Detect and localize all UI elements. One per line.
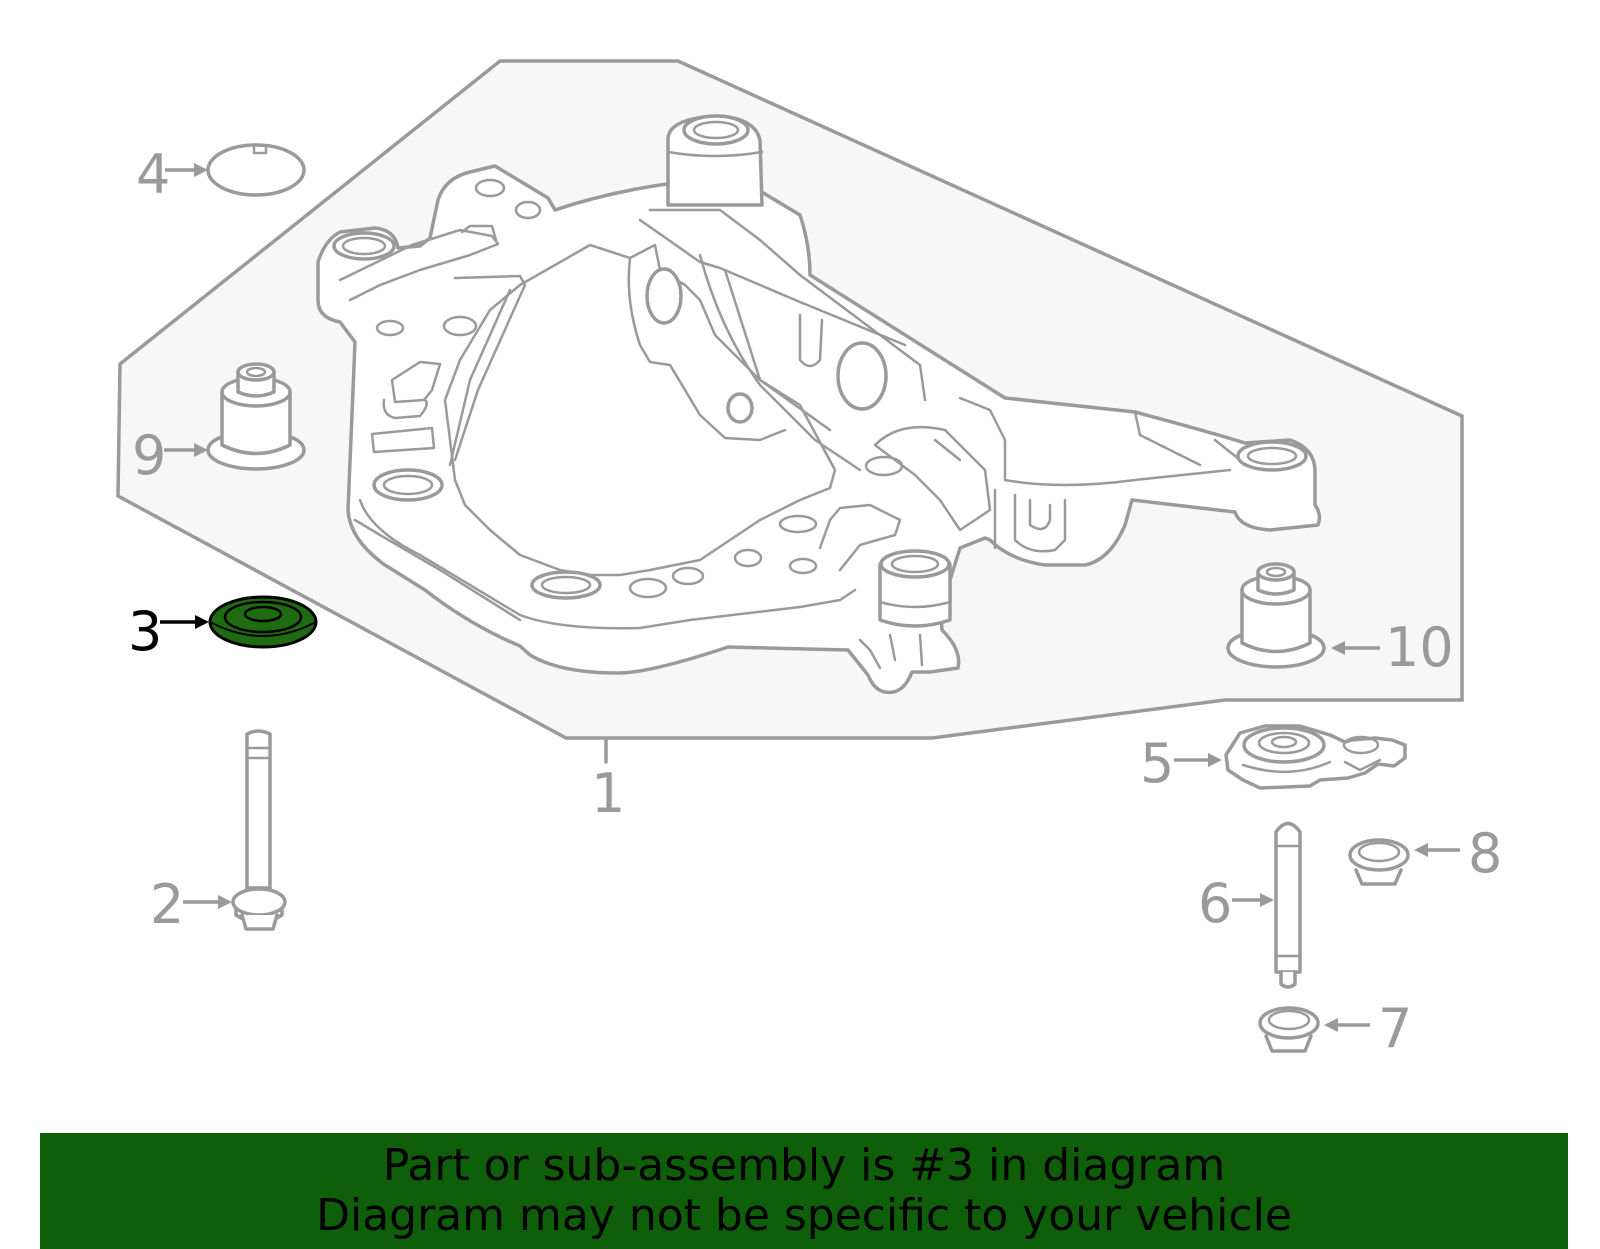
parts-diagram: 1 4 9 3 2 bbox=[116, 59, 1502, 1060]
callout-6-label[interactable]: 6 bbox=[1198, 872, 1232, 935]
nut-part-8[interactable] bbox=[1348, 838, 1410, 886]
callout-9-arrowhead bbox=[194, 443, 208, 457]
callout-10-label[interactable]: 10 bbox=[1385, 616, 1454, 679]
bushing-part-9[interactable] bbox=[206, 362, 306, 471]
bolt-part-2[interactable] bbox=[231, 729, 287, 931]
banner-line-part-number: Part or sub-assembly is #3 in diagram bbox=[382, 1140, 1226, 1191]
callout-1-label[interactable]: 1 bbox=[591, 762, 625, 825]
bracket-part-5[interactable] bbox=[1224, 724, 1407, 790]
nut-part-7[interactable] bbox=[1258, 1006, 1320, 1053]
washer-part-3[interactable] bbox=[208, 595, 318, 649]
callout-8-label[interactable]: 8 bbox=[1468, 822, 1502, 885]
callout-10-arrowhead bbox=[1331, 641, 1345, 655]
subframe-part-1[interactable] bbox=[316, 114, 1322, 695]
callout-3-label[interactable]: 3 bbox=[128, 600, 162, 663]
bushing-part-10[interactable] bbox=[1226, 562, 1326, 669]
callout-9-label[interactable]: 9 bbox=[132, 424, 166, 487]
callout-5-arrowhead bbox=[1208, 753, 1222, 767]
callout-3-arrowhead bbox=[195, 615, 209, 629]
stud-part-6[interactable] bbox=[1274, 821, 1302, 989]
callout-7-arrowhead bbox=[1324, 1018, 1338, 1032]
callout-5-label[interactable]: 5 bbox=[1140, 732, 1174, 795]
callout-2-arrowhead bbox=[218, 895, 232, 909]
callout-4-label[interactable]: 4 bbox=[136, 143, 170, 206]
callout-8-arrowhead bbox=[1414, 843, 1428, 857]
callout-7-label[interactable]: 7 bbox=[1378, 997, 1412, 1060]
banner-line-disclaimer: Diagram may not be specific to your vehi… bbox=[316, 1190, 1292, 1241]
callout-2-label[interactable]: 2 bbox=[150, 873, 184, 936]
callout-6-arrowhead bbox=[1260, 893, 1274, 907]
notice-banner: Part or sub-assembly is #3 in diagram Di… bbox=[40, 1133, 1568, 1249]
cap-part-4[interactable] bbox=[206, 143, 306, 197]
callout-4-arrowhead bbox=[194, 163, 208, 177]
